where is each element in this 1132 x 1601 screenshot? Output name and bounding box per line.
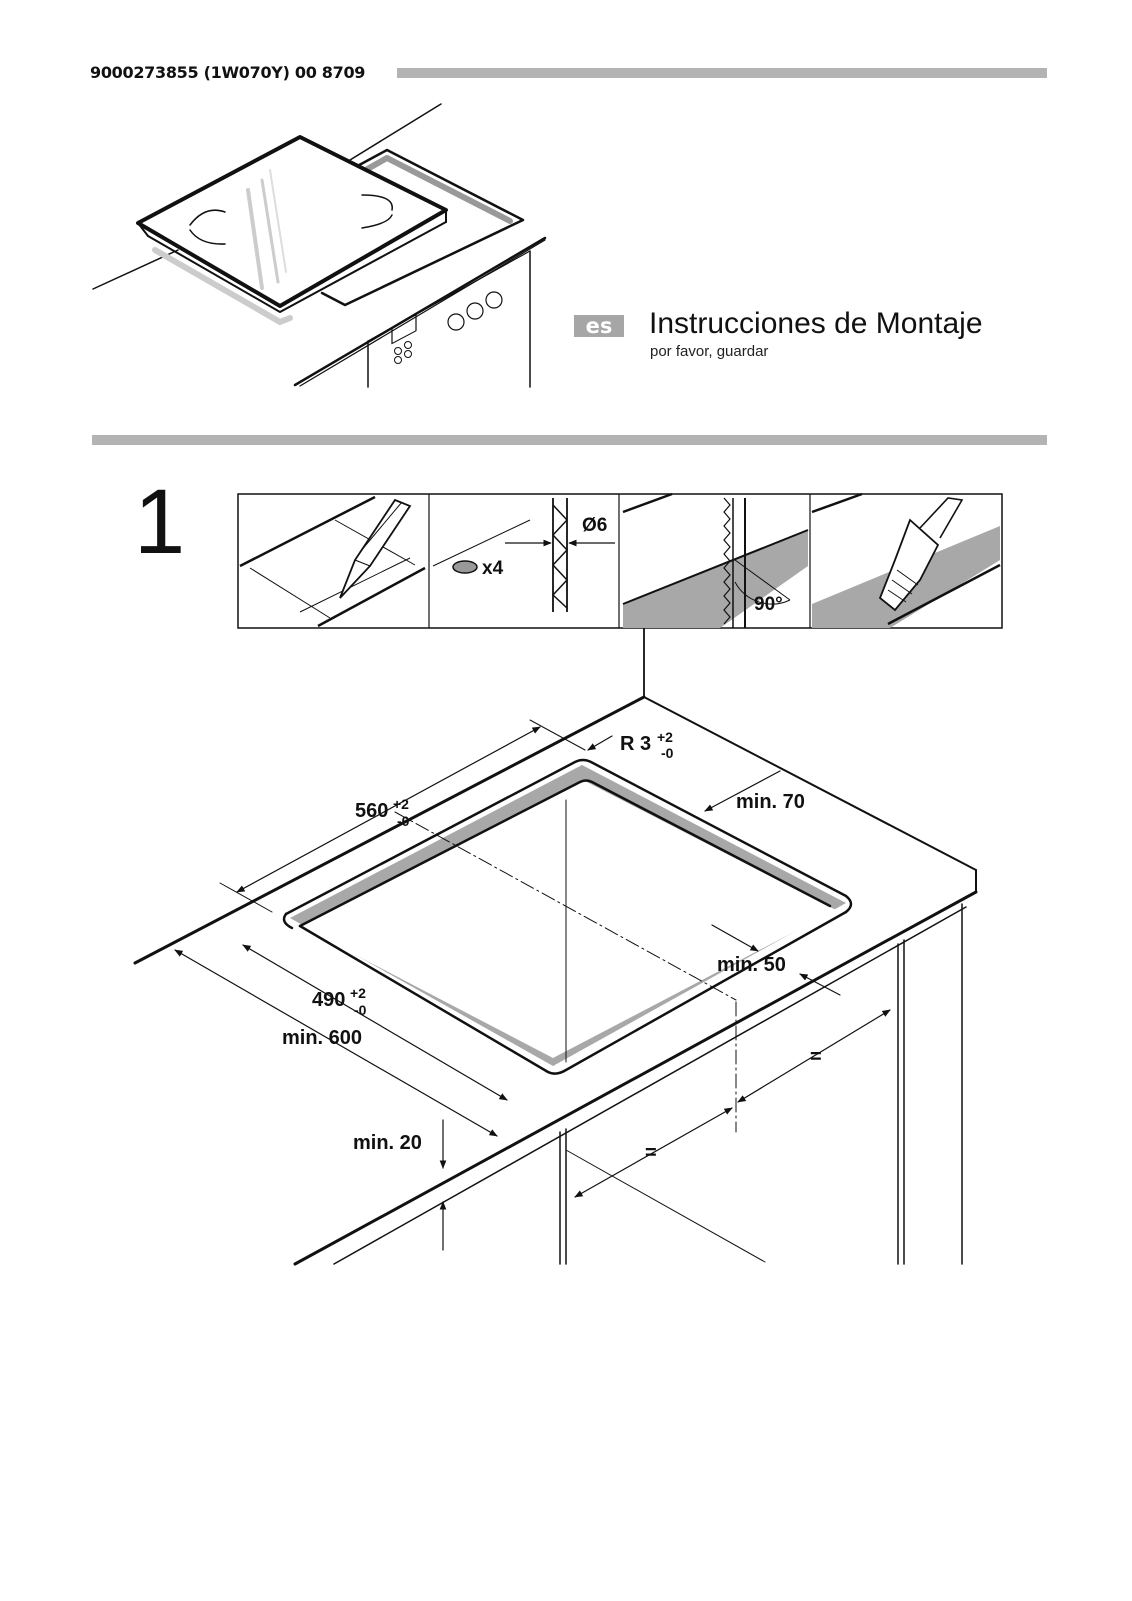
width-tol-plus: +2 — [393, 796, 409, 812]
document-subtitle: por favor, guardar — [650, 343, 769, 360]
depth-value: 490 — [312, 989, 345, 1011]
step-number: 1 — [134, 471, 186, 573]
radius-tol-plus: +2 — [657, 729, 673, 745]
document-title: Instrucciones de Montaje — [649, 307, 983, 340]
radius-tol-minus: -0 — [661, 745, 674, 761]
brush-icon — [811, 492, 1001, 628]
tool-panels — [237, 492, 1003, 629]
min-depth-label: min. 600 — [282, 1027, 362, 1049]
header-divider — [397, 68, 1047, 78]
equal-spacing-1: = — [810, 1046, 822, 1068]
drill-diameter-label: Ø6 — [582, 515, 607, 536]
min-thickness-label: min. 20 — [353, 1132, 422, 1154]
equal-spacing-2: = — [645, 1142, 657, 1164]
min-side-label: min. 50 — [717, 954, 786, 976]
saw-icon — [622, 492, 809, 628]
drill-icon — [432, 498, 615, 612]
min-back-label: min. 70 — [736, 791, 805, 813]
language-badge: es — [574, 315, 624, 337]
document-code: 9000273855 (1W070Y) 00 8709 — [90, 63, 366, 82]
depth-tol-minus: -0 — [354, 1002, 367, 1018]
width-tol-minus: -0 — [397, 813, 410, 829]
depth-tol-plus: +2 — [350, 985, 366, 1001]
section-divider — [92, 435, 1047, 445]
pencil-icon — [239, 495, 426, 628]
drill-count-label: x4 — [482, 558, 504, 579]
width-value: 560 — [355, 800, 388, 822]
radius-label: R 3 — [620, 733, 651, 755]
saw-angle-label: 90° — [754, 594, 783, 615]
